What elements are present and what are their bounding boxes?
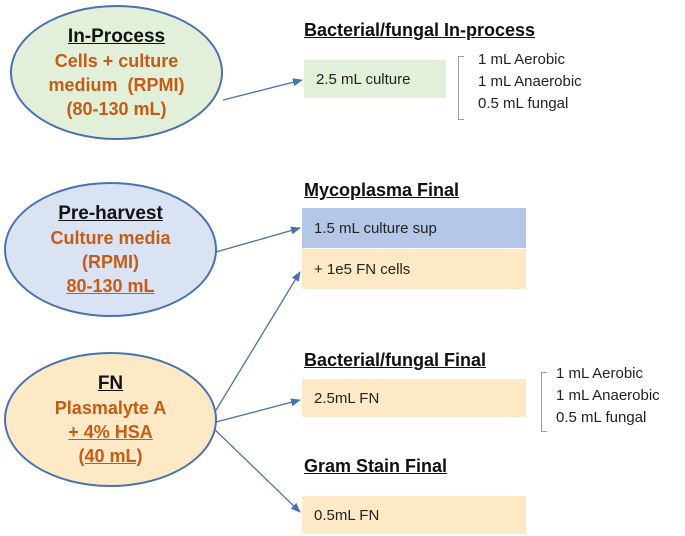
arrow-fn-to-fncells — [209, 271, 301, 421]
bacterial-final-list: 1 mL Aerobic 1 mL Anaerobic 0.5 mL funga… — [556, 363, 660, 429]
fn-title: FN — [97, 372, 124, 394]
list-item: 0.5 mL fungal — [556, 409, 647, 426]
fn-node: FN Plasmalyte A + 4% HSA (40 mL) — [4, 352, 217, 487]
fn-line-2: + 4% HSA — [68, 421, 153, 442]
in-process-node: In-Process Cells + culture medium (RPMI)… — [10, 5, 223, 140]
in-process-line-2: medium (RPMI) — [48, 74, 185, 95]
gram-stain-final-heading: Gram Stain Final — [304, 456, 448, 476]
list-item: 0.5 mL fungal — [478, 95, 569, 112]
pre-harvest-line-3: 80-130 mL — [66, 275, 155, 296]
fn-cells-box: + 1e5 FN cells — [302, 249, 526, 289]
pre-harvest-title: Pre-harvest — [58, 202, 163, 224]
bacterial-inprocess-list: 1 mL Aerobic 1 mL Anaerobic 0.5 mL funga… — [478, 49, 582, 115]
in-process-line-3: (80-130 mL) — [66, 98, 167, 119]
list-item: 1 mL Anaerobic — [478, 73, 582, 90]
mycoplasma-final-heading: Mycoplasma Final — [304, 180, 460, 200]
fn-2-5-box: 2.5mL FN — [302, 379, 526, 417]
bacterial-final-heading: Bacterial/fungal Final — [304, 350, 487, 370]
bracket — [458, 56, 464, 120]
in-process-title: In-Process — [67, 25, 166, 47]
list-item: 1 mL Aerobic — [556, 365, 643, 382]
pre-harvest-line-1: Culture media — [50, 227, 171, 248]
arrow-inprocess-to-culture — [222, 78, 303, 101]
arrow-preharvest-to-mycoplasma — [215, 226, 301, 253]
arrow-fn-to-gram-stain — [209, 424, 301, 513]
fn-0-5-box: 0.5mL FN — [302, 496, 526, 534]
fn-line-1: Plasmalyte A — [54, 397, 167, 418]
list-item: 1 mL Aerobic — [478, 51, 565, 68]
arrow-fn-to-bacterial-final — [215, 398, 301, 423]
pre-harvest-line-2: (RPMI) — [82, 251, 139, 272]
culture-box: 2.5 mL culture — [304, 60, 446, 98]
in-process-line-1: Cells + culture — [54, 50, 179, 71]
fn-line-3: (40 mL) — [78, 445, 143, 466]
pre-harvest-node: Pre-harvest Culture media (RPMI) 80-130 … — [4, 182, 217, 317]
culture-sup-box: 1.5 mL culture sup — [302, 208, 526, 248]
bacterial-inprocess-heading: Bacterial/fungal In-process — [304, 20, 536, 40]
list-item: 1 mL Anaerobic — [556, 387, 660, 404]
bracket — [541, 372, 547, 432]
